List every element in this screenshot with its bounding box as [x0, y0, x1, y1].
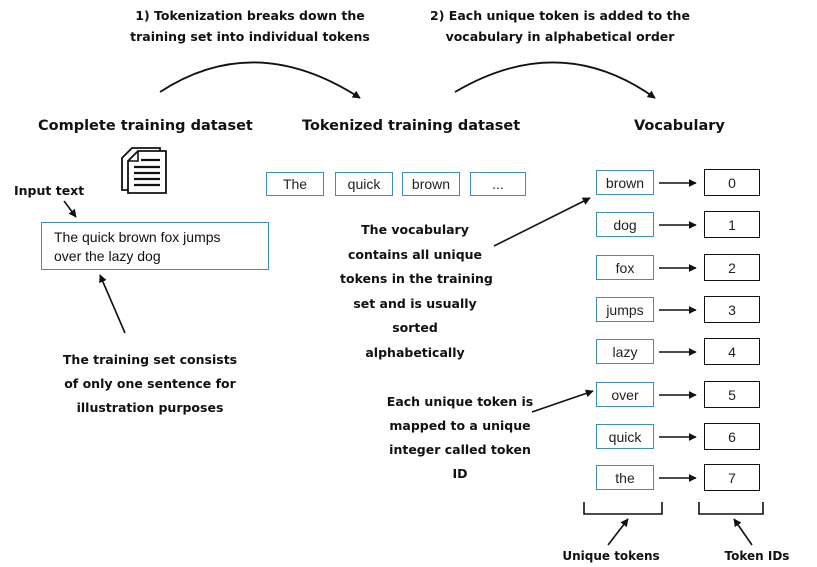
vocab-token: dog	[596, 212, 654, 237]
vocab-note-arrow	[493, 197, 591, 247]
token-id: 4	[704, 338, 760, 365]
vocab-token: the	[596, 465, 654, 490]
vocab-token: over	[596, 382, 654, 407]
vocabulary-heading: Vocabulary	[634, 118, 725, 134]
token-id: 6	[704, 423, 760, 450]
mapped-note: Each unique token is mapped to a unique …	[386, 394, 534, 481]
tokenized-dataset-heading: Tokenized training dataset	[302, 118, 521, 134]
token-id: 3	[704, 296, 760, 323]
input-label-arrow	[63, 200, 77, 218]
unique-tokens-bracket	[583, 502, 663, 515]
unique-tokens-label: Unique tokens	[562, 549, 660, 563]
tokenized-token: The	[266, 172, 324, 196]
vocab-token: fox	[596, 255, 654, 280]
token-id: 1	[704, 211, 760, 238]
vocab-token: brown	[596, 170, 654, 195]
input-text-box: The quick brown fox jumps over the lazy …	[41, 222, 269, 270]
vocab-contains-note: The vocabulary contains all unique token…	[340, 222, 493, 360]
vocab-token: jumps	[596, 297, 654, 322]
tokenized-token: quick	[335, 172, 393, 196]
complete-dataset-heading: Complete training dataset	[38, 118, 253, 134]
step1-caption: 1) Tokenization breaks down the training…	[130, 8, 370, 44]
mapped-note-arrow	[531, 389, 594, 413]
vocab-token: quick	[596, 424, 654, 449]
token-id: 0	[704, 169, 760, 196]
token-id: 5	[704, 381, 760, 408]
step2-caption: 2) Each unique token is added to the voc…	[430, 8, 690, 44]
vocab-token: lazy	[596, 339, 654, 364]
token-ids-bracket	[698, 502, 764, 515]
token-id: 7	[704, 464, 760, 491]
step1-curved-arrow	[159, 61, 361, 99]
token-ids-label: Token IDs	[724, 549, 790, 563]
step2-curved-arrow	[454, 61, 656, 99]
tokenized-token: brown	[402, 172, 460, 196]
training-note-arrow	[99, 274, 126, 334]
token-id: 2	[704, 254, 760, 281]
unique-tokens-arrow	[607, 518, 629, 546]
training-set-note: The training set consists of only one se…	[62, 352, 238, 415]
document-icon	[121, 147, 167, 194]
tokenized-token: ...	[470, 172, 526, 196]
token-ids-arrow	[733, 518, 753, 546]
input-text-label: Input text	[14, 183, 85, 198]
